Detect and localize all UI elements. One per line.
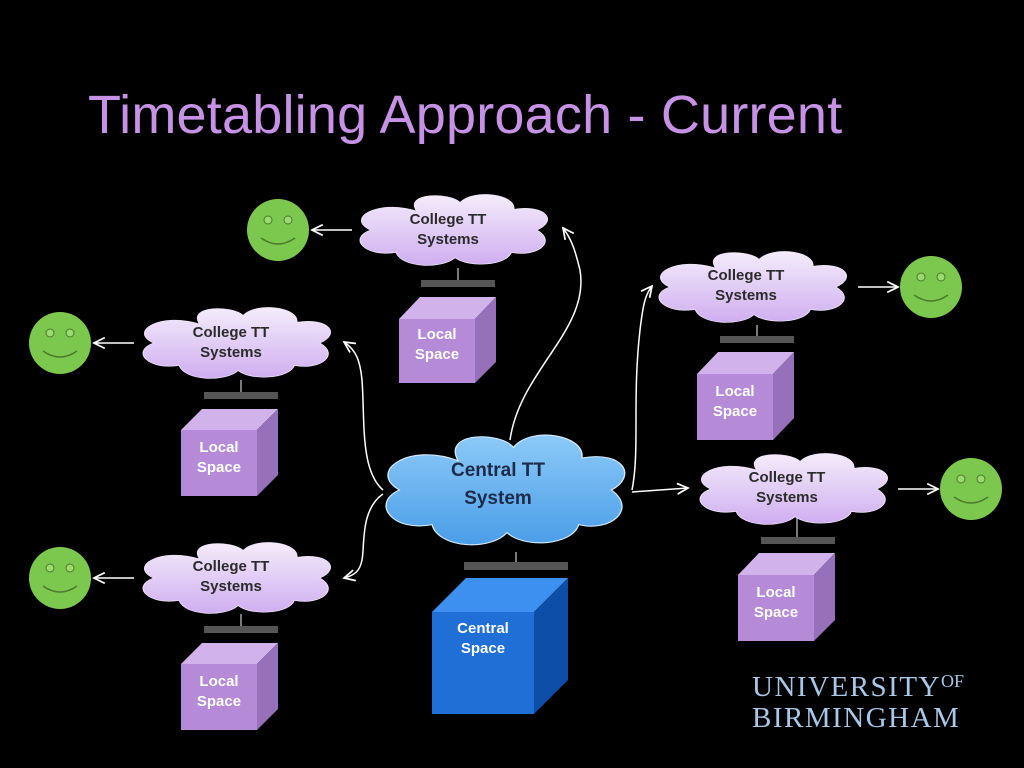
stems	[240, 268, 798, 626]
connectors	[94, 228, 938, 578]
central-space-line2: Space	[461, 640, 505, 657]
connector-central-to-college-right-top	[631, 286, 652, 491]
college-tt-systems-cloud: College TT Systems	[359, 193, 549, 267]
college-right-middle-line1: College TT	[749, 469, 826, 486]
smiley-face-icon	[28, 546, 92, 610]
smiley-face-icon	[939, 457, 1003, 521]
local-space-left-bottom-line1: Local	[199, 673, 238, 690]
logo-of: OF	[941, 671, 965, 691]
slide-title: Timetabling Approach - Current	[88, 85, 843, 145]
college-right-middle-line2: Systems	[756, 489, 818, 506]
college-left-middle-line2: Systems	[200, 344, 262, 361]
local-space-box: Local Space	[399, 280, 496, 383]
local-space-top-line2: Space	[415, 346, 459, 363]
central-space-box: Central Space	[432, 562, 568, 714]
local-space-right-top-line2: Space	[713, 403, 757, 420]
local-space-box: Local Space	[697, 336, 794, 440]
local-space-left-bottom-line2: Space	[197, 693, 241, 710]
connector-central-to-college-left-middle	[344, 342, 384, 491]
college-tt-systems-cloud: College TT Systems	[699, 452, 889, 526]
smiley-face-icon	[28, 311, 92, 375]
central-space-line1: Central	[457, 620, 509, 637]
central-system-line1: Central TT	[451, 460, 545, 481]
logo-line2: BIRMINGHAM	[752, 702, 961, 734]
local-space-box: Local Space	[738, 537, 835, 641]
college-right-top-line1: College TT	[708, 267, 785, 284]
local-space-right-top-line1: Local	[715, 383, 754, 400]
college-left-bottom-line1: College TT	[193, 558, 270, 575]
connector-central-to-college-right-middle	[631, 488, 688, 492]
college-tt-systems-cloud: College TT Systems	[658, 250, 848, 324]
college-right-top-line2: Systems	[715, 287, 777, 304]
connector-central-to-college-top	[509, 228, 582, 441]
local-space-left-middle-line2: Space	[197, 459, 241, 476]
local-space-right-middle-line1: Local	[756, 584, 795, 601]
college-tt-systems-cloud: College TT Systems	[142, 541, 332, 615]
smiley-face-icon	[899, 255, 963, 319]
local-space-box: Local Space	[181, 392, 278, 496]
logo-line1: UNIVERSITY	[752, 671, 941, 703]
local-space-box: Local Space	[181, 626, 278, 730]
central-system-line2: System	[464, 488, 532, 509]
central-tt-system-cloud: Central TT System	[385, 434, 626, 546]
local-space-right-middle-line2: Space	[754, 604, 798, 621]
college-top-line1: College TT	[410, 211, 487, 228]
local-space-left-middle-line1: Local	[199, 439, 238, 456]
local-space-top-line1: Local	[417, 326, 456, 343]
college-left-middle-line1: College TT	[193, 324, 270, 341]
college-top-line2: Systems	[417, 231, 479, 248]
connector-central-to-college-left-bottom	[344, 493, 384, 578]
college-tt-systems-cloud: College TT Systems	[142, 306, 332, 380]
university-of-birmingham-logo: UNIVERSITYOF BIRMINGHAM	[752, 666, 992, 734]
smiley-face-icon	[246, 198, 310, 262]
college-left-bottom-line2: Systems	[200, 578, 262, 595]
